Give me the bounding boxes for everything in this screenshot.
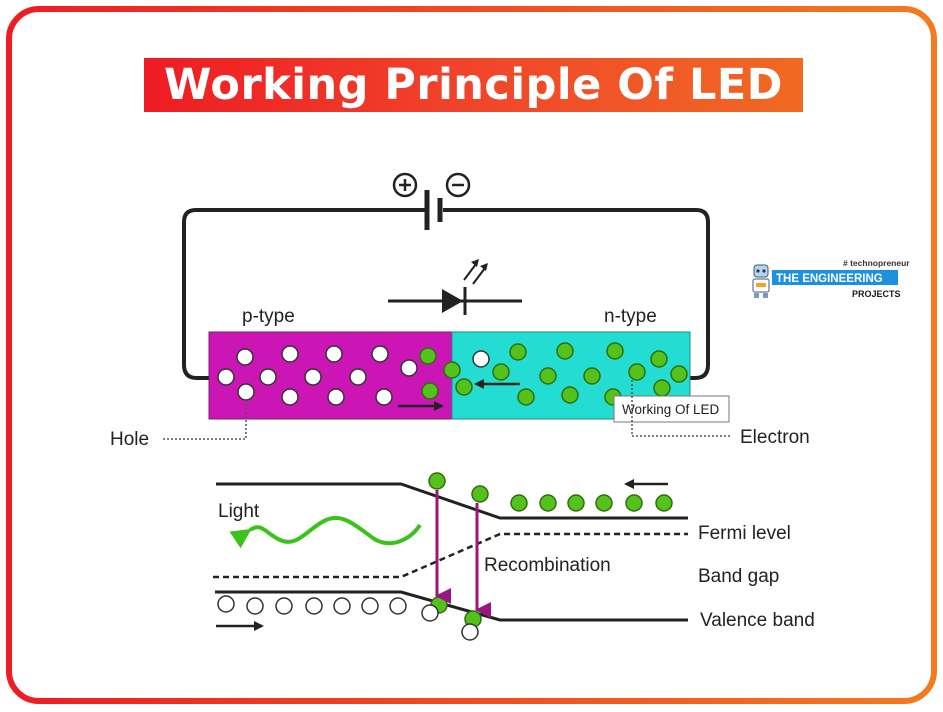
tooltip-text: Working Of LED [622,402,720,417]
hole [325,345,343,363]
fermi-level-label: Fermi level [698,523,791,544]
electron [539,367,557,385]
hole [305,597,323,615]
hole [304,368,322,386]
band-holes-group [217,595,479,641]
electron [443,361,461,379]
hole [333,597,351,615]
hole [217,368,235,386]
electron [510,494,528,512]
electron [492,363,510,381]
electron [583,367,601,385]
tooltip: Working Of LED [613,395,730,423]
electron [650,350,668,368]
electron [561,386,579,404]
title-banner: Working Principle Of LED [144,58,803,112]
band-gap-label: Band gap [698,566,779,587]
electrons-group [419,342,688,406]
hole [281,345,299,363]
led-symbol-icon [388,259,522,315]
hole [361,597,379,615]
logo-tagline: # technopreneur [843,258,910,268]
hole [371,345,389,363]
hole [217,595,235,613]
hole [237,383,255,401]
electron [655,494,673,512]
hole [349,368,367,386]
logo-line2: PROJECTS [852,289,901,299]
hole-label: Hole [110,429,149,450]
hole [275,597,293,615]
circuit-wire [182,208,710,380]
valence-band-label: Valence band [700,610,815,631]
robot-icon [752,264,770,298]
electron [517,388,535,406]
electron [606,342,624,360]
hole [389,597,407,615]
conduction-band-line [216,482,688,520]
hole-leader-line [162,400,247,440]
logo: # technopreneur THE ENGINEERING PROJECTS [752,258,910,299]
electron [670,365,688,383]
hole [259,368,277,386]
electron [421,382,439,400]
n-type-label: n-type [604,306,657,327]
band-electrons-group [428,472,673,628]
electron [455,378,473,396]
hole [400,359,418,377]
electron-leader-line [631,380,730,437]
electron [653,379,671,397]
logo-bar [772,270,898,285]
battery-negative-icon [445,172,471,198]
electron [419,347,437,365]
battery-icon [424,190,443,230]
electron [556,342,574,360]
valence-band-line [215,590,688,622]
hole [472,350,490,368]
electron [509,343,527,361]
hole [461,623,479,641]
hole [281,388,299,406]
fermi-level-line [213,532,688,579]
holes-group [217,345,490,406]
electron [539,494,557,512]
logo-line1: THE ENGINEERING [776,273,883,285]
electron-label: Electron [740,427,810,448]
hole [421,604,439,622]
electron [428,472,446,490]
page-title: Working Principle Of LED [164,60,783,110]
hole [327,388,345,406]
electron [567,494,585,512]
hole [246,597,264,615]
electron [595,494,613,512]
p-type-label: p-type [242,306,295,327]
light-wave-icon [229,516,422,549]
electron [628,363,646,381]
hole [236,348,254,366]
recombination-label: Recombination [484,555,611,576]
hole [375,388,393,406]
battery-positive-icon [392,172,418,198]
electron [625,494,643,512]
light-label: Light [218,501,260,522]
electron [471,485,489,503]
